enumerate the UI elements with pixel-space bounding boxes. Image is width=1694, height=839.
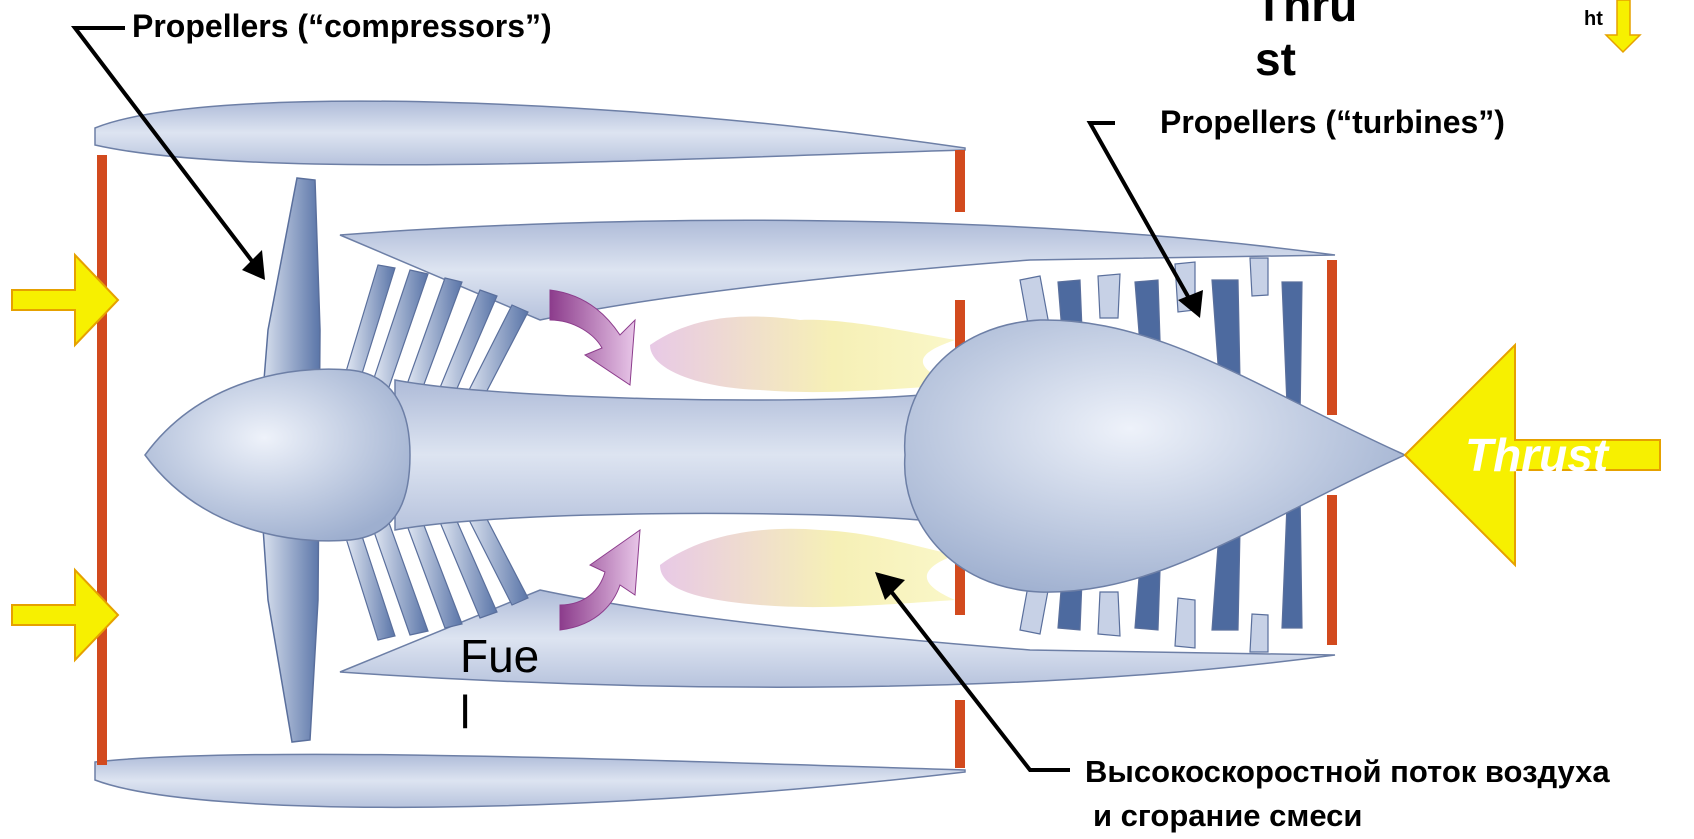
label-thrust-arrow: Thrust [1465, 428, 1608, 482]
label-fuel-line2: l [460, 686, 470, 738]
label-combustion-line1: Высокоскоростной поток воздуха [1085, 754, 1610, 789]
label-turbines: Propellers (“turbines”) [1160, 104, 1505, 141]
flame-lower [660, 529, 955, 607]
weight-arrow [1606, 0, 1640, 52]
label-compressors: Propellers (“compressors”) [132, 8, 552, 45]
label-fuel: Fue l [460, 628, 539, 740]
label-combustion-line2: и сгорание смеси [1085, 798, 1362, 833]
flame-upper [650, 316, 955, 392]
label-fuel-line1: Fue [460, 630, 539, 682]
nacelle-bottom [95, 754, 965, 807]
label-weight-partial: ht [1584, 8, 1603, 31]
label-combustion: Высокоскоростной поток воздуха и сгорани… [1085, 750, 1610, 838]
label-thrust-top: Thru st [1255, 0, 1357, 86]
label-thrust-top-line1: Thru [1255, 0, 1357, 31]
label-thrust-top-line2: st [1255, 33, 1296, 85]
central-shaft [395, 380, 920, 530]
front-spinner [145, 369, 410, 541]
nacelle-top [95, 101, 965, 165]
